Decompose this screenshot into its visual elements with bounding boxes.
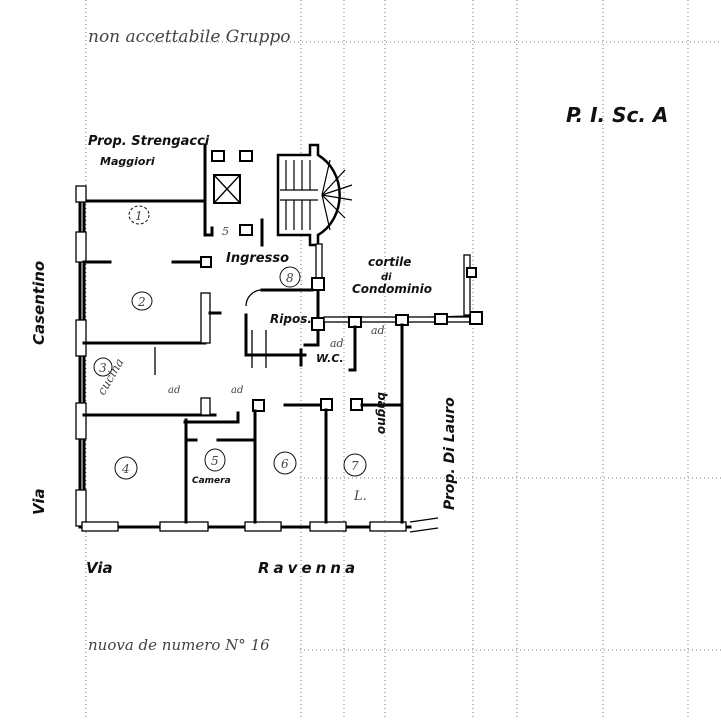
- label-wc: W.C.: [316, 352, 344, 365]
- neighbor-label-right: Prop. Di Lauro: [442, 397, 458, 510]
- label-ad-bagno: ad: [371, 324, 385, 337]
- label-ad-kitchen: ad: [168, 385, 180, 396]
- svg-text:3: 3: [99, 361, 107, 375]
- label-ad-hall: ad: [231, 385, 243, 396]
- svg-text:5: 5: [211, 454, 219, 468]
- label-ripostiglio: Ripos.: [270, 312, 312, 326]
- room-6: 6: [273, 451, 297, 475]
- label-courtyard-2: di: [381, 272, 392, 283]
- stairwell: 5: [203, 143, 353, 247]
- room-7: 7: [343, 453, 367, 477]
- sheet-title: P. I. Sc. A: [566, 103, 668, 127]
- neighbor-label-top-line2: Maggiori: [100, 155, 155, 168]
- exterior-walls: [75, 185, 439, 533]
- label-courtyard-3: Condominio: [352, 282, 432, 296]
- label-ingresso: Ingresso: [226, 251, 289, 266]
- room-7-label: L.: [353, 489, 367, 504]
- label-ad-wc: ad: [330, 337, 344, 350]
- label-bagno: bagno: [375, 392, 389, 434]
- room-1: 1: [128, 205, 150, 225]
- label-courtyard-1: cortile: [368, 255, 411, 269]
- street-label-bottom-name: Ravenna: [258, 559, 359, 577]
- grid-lines: [85, 0, 721, 720]
- handwritten-annotation-top: non accettabile Gruppo: [88, 27, 290, 47]
- svg-text:7: 7: [351, 459, 359, 473]
- street-label-bottom-via: Via: [86, 559, 113, 577]
- room-3: 3: [93, 357, 113, 377]
- stair-mark: 5: [222, 225, 229, 238]
- room-2: 2: [131, 291, 153, 311]
- room-5-label: Camera: [192, 476, 231, 486]
- street-label-left-via: Via: [30, 488, 48, 515]
- neighbor-label-top: Prop. Strengacci: [88, 134, 210, 149]
- svg-text:1: 1: [135, 209, 143, 223]
- svg-text:4: 4: [121, 462, 130, 476]
- handwritten-annotation-bottom: nuova de numero N° 16: [88, 636, 270, 654]
- room-8: 8: [279, 266, 301, 288]
- svg-text:2: 2: [137, 295, 146, 309]
- svg-text:6: 6: [281, 457, 289, 471]
- svg-text:8: 8: [286, 271, 294, 285]
- interior-walls: [82, 243, 483, 524]
- room-4: 4: [114, 456, 138, 480]
- street-label-left-name: Casentino: [30, 261, 48, 345]
- room-5: 5: [204, 448, 226, 472]
